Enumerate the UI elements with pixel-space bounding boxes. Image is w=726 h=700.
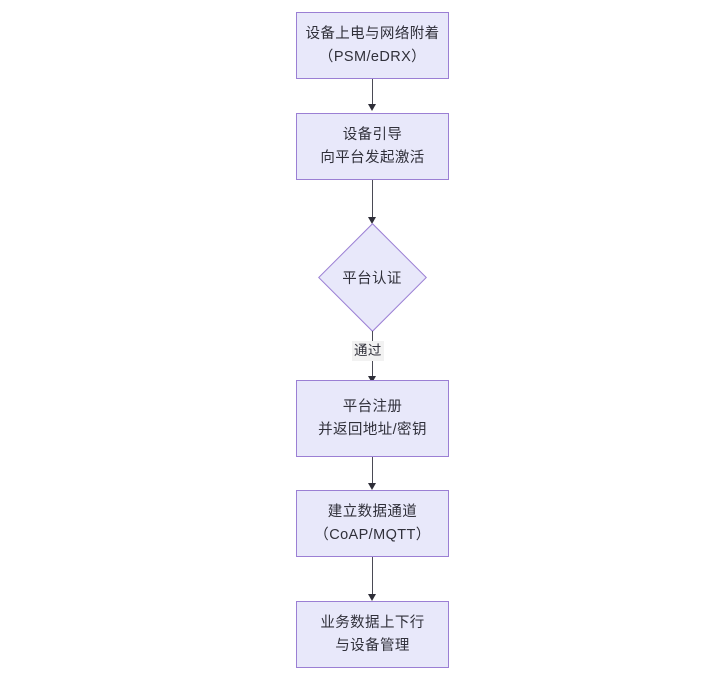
flow-node-device-bootstrap[interactable]: 设备引导 向平台发起激活 xyxy=(296,113,449,180)
flow-arrowhead-3 xyxy=(368,376,376,383)
flow-node-device-power-on-line-2: （PSM/eDRX） xyxy=(318,48,427,65)
flow-node-data-channel[interactable]: 建立数据通道 （CoAP/MQTT） xyxy=(296,490,449,557)
flow-node-device-power-on[interactable]: 设备上电与网络附着 （PSM/eDRX） xyxy=(296,12,449,79)
flow-node-data-channel-line-1: 建立数据通道 xyxy=(327,504,418,521)
flow-node-device-power-on-line-1: 设备上电与网络附着 xyxy=(305,26,440,43)
flow-node-platform-auth[interactable]: 平台认证 xyxy=(317,222,427,332)
flow-arrowhead-5 xyxy=(368,594,376,601)
flow-node-platform-register[interactable]: 平台注册 并返回地址/密钥 xyxy=(296,380,449,457)
flow-connector-2 xyxy=(372,180,373,219)
flow-arrowhead-4 xyxy=(368,483,376,490)
flow-node-business-data-line-2: 与设备管理 xyxy=(335,637,410,654)
flow-arrowhead-2 xyxy=(368,217,376,224)
flow-edge-label-pass: 通过 xyxy=(352,341,384,361)
flow-node-data-channel-line-2: （CoAP/MQTT） xyxy=(314,526,431,543)
flow-node-device-bootstrap-line-1: 设备引导 xyxy=(342,127,403,144)
flow-node-platform-register-line-2: 并返回地址/密钥 xyxy=(318,421,427,438)
flow-arrowhead-1 xyxy=(368,104,376,111)
flow-node-platform-register-line-1: 平台注册 xyxy=(342,399,403,416)
flow-node-business-data-line-1: 业务数据上下行 xyxy=(320,615,425,632)
flow-connector-4 xyxy=(372,457,373,485)
flow-node-business-data[interactable]: 业务数据上下行 与设备管理 xyxy=(296,601,449,668)
flow-node-device-bootstrap-line-2: 向平台发起激活 xyxy=(320,149,425,166)
flow-connector-1 xyxy=(372,79,373,106)
flow-connector-5 xyxy=(372,557,373,596)
flow-node-platform-auth-label: 平台认证 xyxy=(342,270,402,287)
